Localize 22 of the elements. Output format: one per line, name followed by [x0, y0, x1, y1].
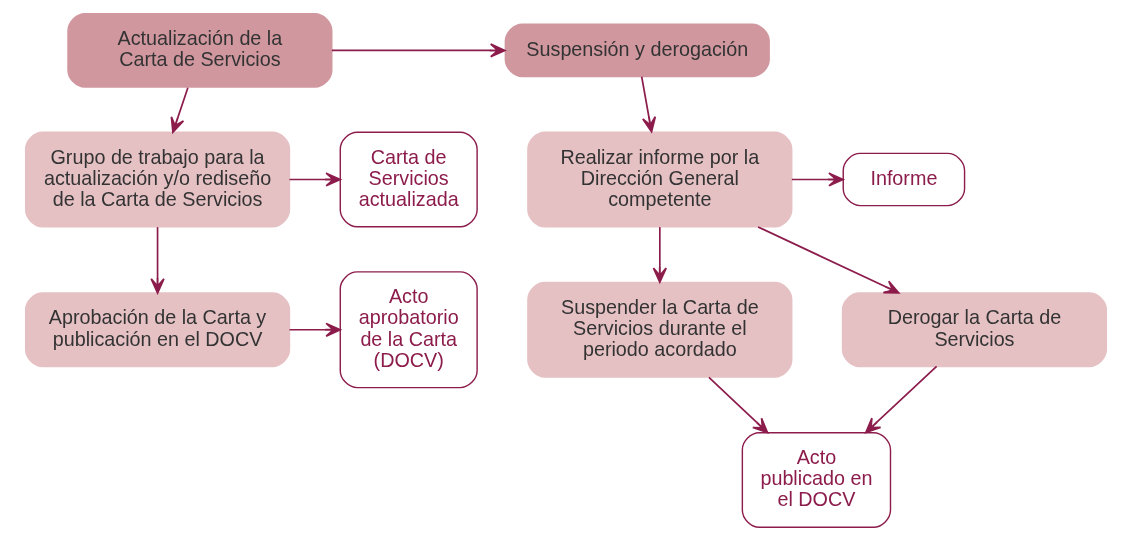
node-box: Suspender la Carta de Servicios durante el periodo acordado — [526, 281, 792, 378]
arrow — [756, 226, 900, 294]
node-box: Suspensión y derogación — [504, 23, 770, 78]
arrow — [288, 172, 341, 187]
arrow — [288, 322, 341, 337]
node-box: Derogar la Carta de Servicios — [841, 292, 1107, 368]
arrow — [790, 172, 844, 187]
arrow — [652, 226, 667, 284]
node-box: Actualización de la Carta de Servicios — [66, 13, 332, 88]
arrow — [330, 43, 506, 58]
arrow — [149, 226, 165, 294]
node-box: Acto publicado en el DOCV — [741, 432, 891, 528]
node-box: Informe — [842, 152, 965, 207]
arrow — [707, 376, 768, 434]
arrow — [170, 86, 189, 134]
node-box: Grupo de trabajo para la actualización y/o rediseño de la Carta de Servicios — [24, 131, 290, 228]
node-box: Realizar informe por la Dirección General competente — [526, 131, 792, 228]
node-box: Acto aprobatorio de la Carta (DOCV) — [339, 271, 478, 389]
node-box: Carta de Servicios actualizada — [339, 131, 478, 228]
node-box: Aprobación de la Carta y publicación en el DOCV — [24, 292, 290, 368]
arrow — [864, 365, 937, 434]
arrow — [640, 75, 656, 133]
